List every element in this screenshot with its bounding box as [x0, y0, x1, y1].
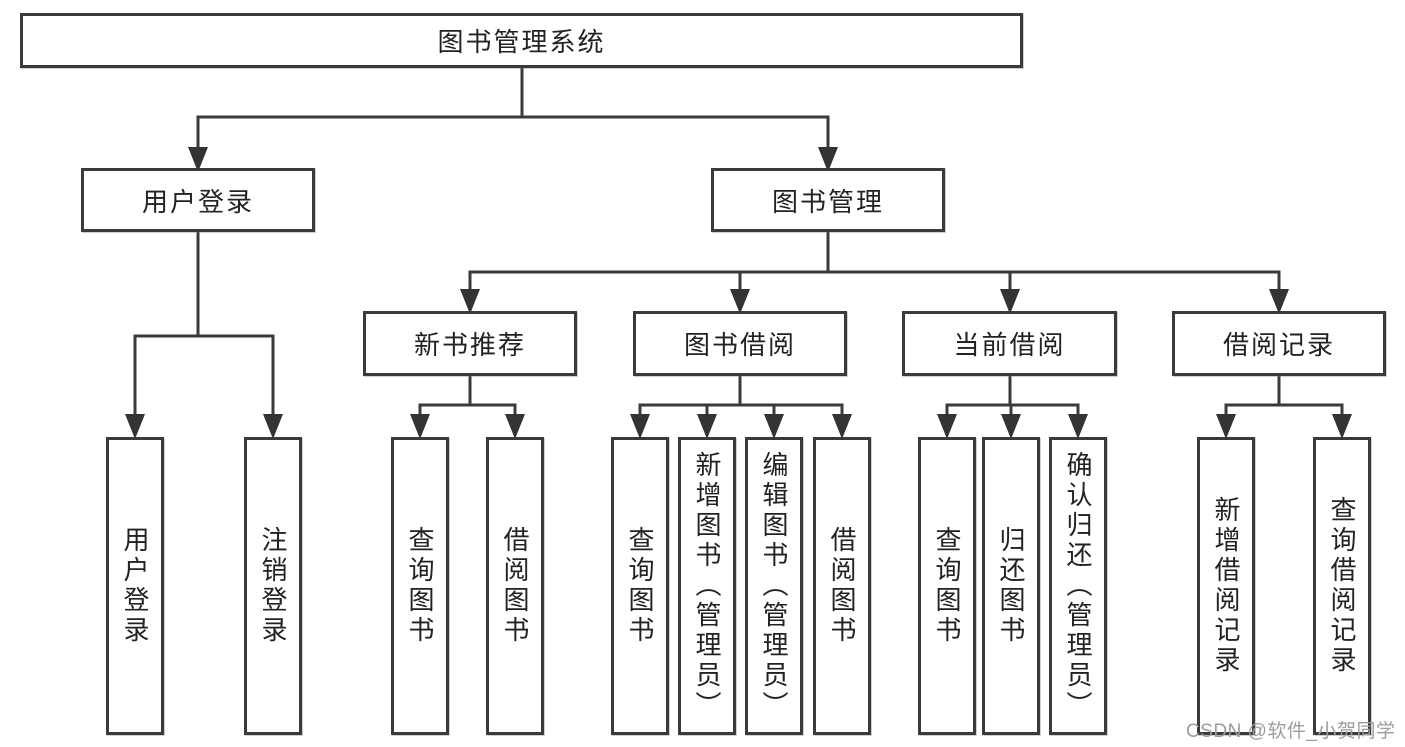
node-book-management: 图书管理 — [711, 168, 945, 232]
node-book-borrowing: 图书借阅 — [633, 311, 847, 376]
watermark-text: CSDN @软件_小贺同学 — [1186, 721, 1396, 742]
node-user-login: 用户登录 — [81, 168, 315, 232]
leaf-confirm-return-admin: 确认归还（管理员） — [1049, 437, 1107, 735]
leaf-logout: 注销登录 — [244, 437, 302, 735]
leaf-borrow-books-recommend: 借阅图书 — [486, 437, 544, 735]
leaf-query-books-recommend: 查询图书 — [391, 437, 449, 735]
leaf-return-books: 归还图书 — [982, 437, 1040, 735]
leaf-add-borrow-record: 新增借阅记录 — [1197, 437, 1255, 735]
leaf-query-books-borrowing: 查询图书 — [611, 437, 669, 735]
node-borrowing-records: 借阅记录 — [1172, 311, 1386, 376]
leaf-borrow-books-borrowing: 借阅图书 — [813, 437, 871, 735]
leaf-query-books-current: 查询图书 — [918, 437, 976, 735]
leaf-add-books-admin: 新增图书（管理员） — [678, 437, 736, 735]
node-current-borrowing: 当前借阅 — [902, 311, 1117, 376]
leaf-user-login: 用户登录 — [106, 437, 164, 735]
leaf-query-borrow-record: 查询借阅记录 — [1313, 437, 1371, 735]
node-new-book-recommend: 新书推荐 — [363, 311, 577, 376]
node-library-system: 图书管理系统 — [20, 13, 1023, 68]
leaf-edit-books-admin: 编辑图书（管理员） — [745, 437, 803, 735]
